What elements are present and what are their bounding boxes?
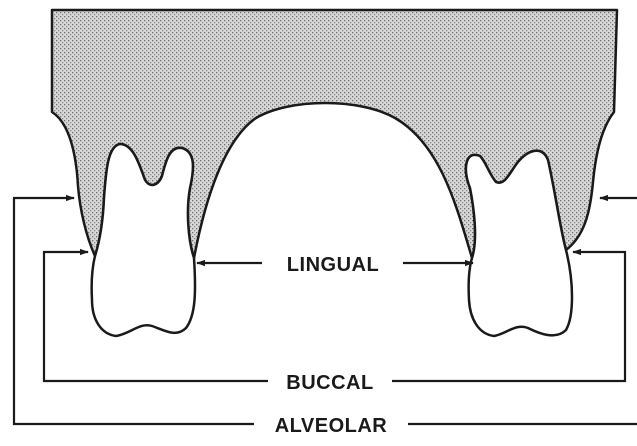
lingual-label: LINGUAL: [287, 254, 379, 276]
left-tooth: [92, 144, 195, 336]
buccal-label: BUCCAL: [286, 372, 373, 394]
alveolar-label: ALVEOLAR: [275, 415, 388, 437]
